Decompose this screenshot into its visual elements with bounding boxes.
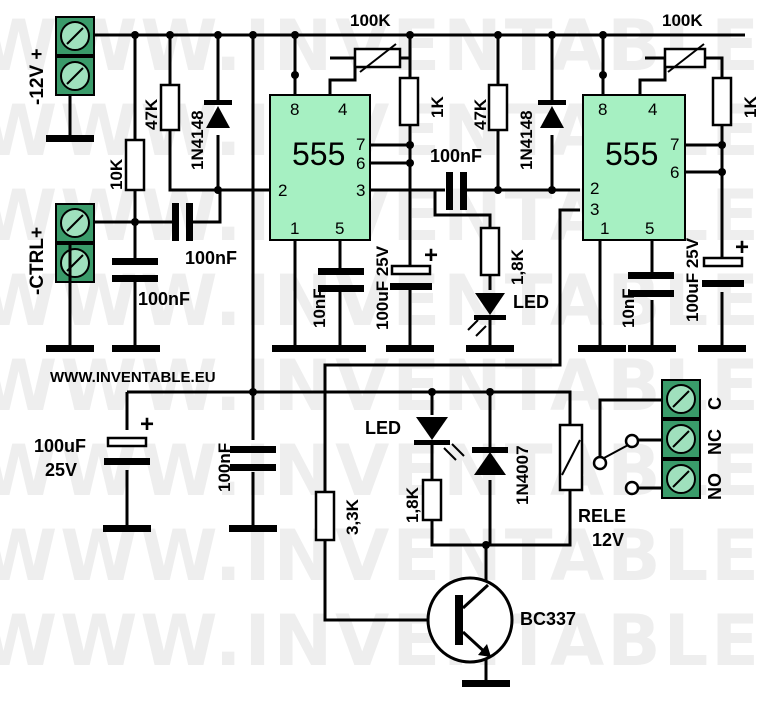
diode-1n4148-2 — [540, 106, 564, 128]
wires — [68, 33, 745, 680]
d-1n4148-1-label: 1N4148 — [188, 110, 207, 170]
ic1-pin1: 1 — [290, 219, 299, 238]
r-1k-2-label: 1K — [741, 96, 760, 118]
ic2-label: 555 — [605, 136, 658, 172]
junction-dots — [131, 31, 726, 549]
ic1-pin6: 6 — [356, 154, 365, 173]
d-1n4007-label: 1N4007 — [513, 445, 532, 505]
r-3k3-label: 3,3K — [343, 498, 362, 535]
led-1 — [475, 293, 505, 315]
component-labels: -12V + -CTRL+ 10K 47K 1N4148 100nF 100nF… — [27, 11, 760, 629]
ic1-pin7: 7 — [356, 135, 365, 154]
relay-no-label: NO — [705, 473, 725, 500]
ic1-555: 555 8 4 7 6 2 3 1 5 — [269, 94, 371, 241]
resistor-1k8-2 — [421, 478, 443, 522]
ic2-pin5: 5 — [645, 219, 654, 238]
c-100nf-ctrl-label: 100nF — [138, 289, 190, 309]
c-100nf-in-label: 100nF — [185, 248, 237, 268]
plus-sign: + — [735, 234, 749, 261]
c-100nf-couple-label: 100nF — [430, 146, 482, 166]
led-1-label: LED — [513, 292, 549, 312]
resistor-10k — [124, 138, 146, 192]
resistor-3k3 — [314, 490, 336, 542]
c-100uf-main-voltage: 25V — [45, 460, 77, 480]
ic2-555: 555 8 4 7 6 2 3 1 5 — [582, 94, 686, 241]
resistor-1k8-1 — [479, 226, 501, 277]
c-100uf-main-label: 100uF — [34, 436, 86, 456]
r-10k-label: 10K — [107, 158, 126, 190]
relay — [558, 423, 640, 496]
r-1k8-1-label: 1,8K — [508, 248, 527, 285]
watermark-text: WWW.INVENTABLE.EU — [0, 345, 768, 427]
ic1-pin4: 4 — [338, 100, 347, 119]
watermark-text: WWW.INVENTABLE.EU — [0, 600, 768, 682]
c-100nf-main-label: 100nF — [215, 443, 234, 492]
resistor-1k-2 — [711, 76, 733, 127]
c-100uf-1-label: 100uF 25V — [373, 245, 392, 330]
relay-c-label: C — [705, 397, 725, 410]
ic2-pin1: 1 — [600, 219, 609, 238]
c-10nf-2-label: 10nF — [619, 288, 638, 328]
resistors — [124, 43, 733, 542]
ground-symbols — [46, 135, 746, 687]
ctrl-terminal-block — [55, 203, 95, 283]
relay-terminal-block — [661, 379, 701, 499]
diode-1n4007 — [474, 452, 506, 475]
pot-2-label: 100K — [662, 11, 703, 30]
ic2-pin3: 3 — [590, 200, 599, 219]
plus-sign: + — [140, 411, 154, 438]
ic1-pin2: 2 — [278, 181, 287, 200]
ic2-pin4: 4 — [648, 100, 657, 119]
supply-terminal-block — [55, 16, 95, 96]
ic1-pin3: 3 — [356, 181, 365, 200]
resistor-47k-2 — [487, 83, 509, 132]
diode-1n4148-1 — [206, 106, 230, 128]
c-100uf-2-label: 100uF 25V — [683, 237, 702, 322]
relay-nc-label: NC — [705, 429, 725, 455]
watermark-text: WWW.INVENTABLE.EU — [0, 5, 768, 87]
ic2-pin2: 2 — [590, 179, 599, 198]
c-10nf-1-label: 10nF — [310, 288, 329, 328]
ic1-pin5: 5 — [335, 219, 344, 238]
r-47k-1-label: 47K — [142, 98, 161, 130]
capacitors — [104, 172, 744, 471]
ic1-pin8: 8 — [290, 100, 299, 119]
ic1-label: 555 — [292, 136, 345, 172]
site-label: WWW.INVENTABLE.EU — [50, 369, 216, 386]
d-1n4148-2-label: 1N4148 — [517, 110, 536, 170]
ic2-pin8: 8 — [598, 100, 607, 119]
led-2 — [416, 417, 448, 440]
transistor-bc337 — [426, 576, 514, 664]
r-1k8-2-label: 1,8K — [403, 486, 422, 523]
pot-1-label: 100K — [350, 11, 391, 30]
plus-sign: + — [424, 242, 438, 269]
led-2-label: LED — [365, 418, 401, 438]
ctrl-label: -CTRL+ — [27, 227, 48, 295]
diodes — [204, 100, 566, 475]
ic2-pin6: 6 — [670, 163, 679, 182]
r-47k-2-label: 47K — [471, 98, 490, 130]
relay-voltage-label: 12V — [592, 530, 624, 550]
relay-label: RELE — [578, 506, 626, 526]
supply-label: -12V + — [27, 48, 48, 105]
resistor-1k-1 — [398, 76, 420, 127]
r-1k-1-label: 1K — [428, 96, 447, 118]
ic2-pin7: 7 — [670, 135, 679, 154]
transistor-label: BC337 — [520, 609, 576, 629]
resistor-47k-1 — [159, 83, 181, 132]
